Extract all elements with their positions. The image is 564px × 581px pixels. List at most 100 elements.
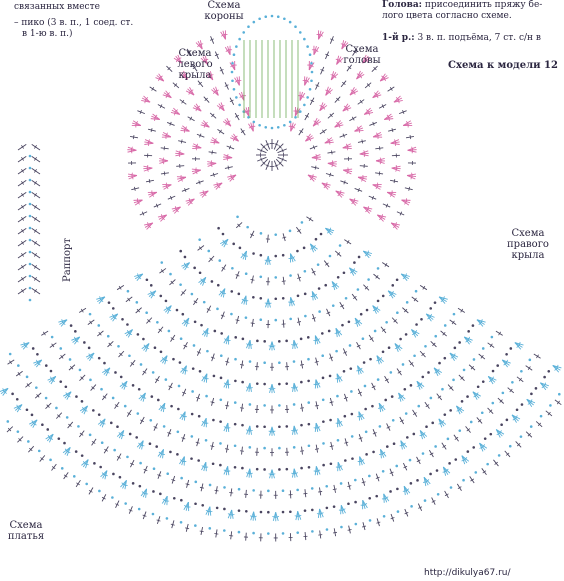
stitch-bar [509,388,513,393]
stitch-bar [57,414,61,418]
stitch-bar [450,355,455,359]
stitch-bar [316,513,321,515]
chain-dot [454,458,458,461]
chain-dot [193,320,197,324]
stitch-mark [507,387,515,394]
stitch-mark [336,57,344,65]
chain-dot [466,395,469,398]
stitch-mark [256,362,258,371]
chain-dot [357,255,361,259]
stitch-mark [17,263,27,271]
stitch-bar [228,145,232,150]
stitch-mark [314,422,317,433]
stitch-mark [335,328,338,338]
chain-dot [436,492,440,496]
chain-dot [230,70,234,74]
stitch-bar [196,396,201,400]
stitch-bar [437,395,442,399]
stitch-bar [188,198,191,203]
stitch-bar [112,313,115,318]
chain-dot [238,103,241,107]
chain-dot [270,14,274,18]
chain-dot [219,442,222,445]
stitch-bar [343,351,348,354]
stitch-bar [297,276,302,279]
chain-dot [382,514,386,518]
chain-dot [500,423,503,427]
stitch-bar [40,457,44,461]
chain-dot [119,375,123,379]
stitch-bar [155,378,160,382]
stitch-mark [189,87,195,96]
stitch-bar [250,322,255,324]
stitch-bar [165,306,169,311]
stitch-mark [342,147,352,150]
chain-dot [431,421,435,425]
stitch-mark [142,368,148,376]
chain-dot [28,238,32,242]
chain-dot [300,423,303,427]
chain-dot [190,412,194,416]
chain-dot [72,475,76,478]
stitch-bar [21,277,24,281]
stitch-bar [366,83,371,87]
stitch-bar [170,280,174,285]
chain-dot [100,441,104,445]
stitch-bar [34,157,37,161]
stitch-bar [494,461,498,465]
stitch-bar [34,205,37,209]
chain-dot [80,454,84,457]
stitch-mark [406,175,416,180]
stitch-bar [185,483,190,486]
chain-dot [339,482,343,485]
chain-dot [310,70,314,74]
stitch-bar [356,369,361,372]
stitch-bar [392,224,397,229]
stitch-mark [17,191,27,199]
chain-dot [151,371,155,374]
stitch-bar [262,145,266,149]
chain-dot [241,337,245,341]
stitch-mark [17,155,27,163]
stitch-bar [353,50,357,54]
stitch-bar [196,351,201,354]
stitch-bar [393,319,397,323]
chain-dot [201,503,205,507]
chain-dot [221,232,225,236]
stitch-bar [155,203,159,208]
stitch-bar [170,523,175,526]
stitch-mark [41,330,49,336]
stitch-bar [199,133,202,138]
chain-dot [329,462,333,466]
chain-dot [316,263,320,266]
chain-dot [145,278,149,282]
chain-dot [49,369,53,373]
chain-dot [404,412,408,415]
stitch-bar [118,432,122,436]
stitch-mark [539,382,547,391]
stitch-bar [344,441,349,444]
chain-dot [410,505,413,508]
stitch-bar [331,285,336,288]
chain-dot [508,444,512,448]
chain-dot [336,394,339,398]
stitch-mark [321,182,329,190]
stitch-mark [39,455,46,462]
stitch-bar [334,332,339,334]
chain-dot [28,202,32,206]
chain-dot [281,532,285,535]
stitch-mark [131,187,140,191]
chain-dot [396,510,400,513]
chain-dot [371,404,374,408]
stitch-mark [180,365,187,373]
stitch-mark [481,468,487,476]
chain-dot [387,346,391,350]
dress-label: Схема платья [7,520,45,542]
chain-dot [259,253,263,257]
stitch-mark [246,382,251,392]
chain-dot [77,425,80,428]
chain-dot [131,482,135,485]
stitch-bar [322,105,326,110]
stitch-mark [144,139,154,144]
stitch-bar [220,105,225,108]
